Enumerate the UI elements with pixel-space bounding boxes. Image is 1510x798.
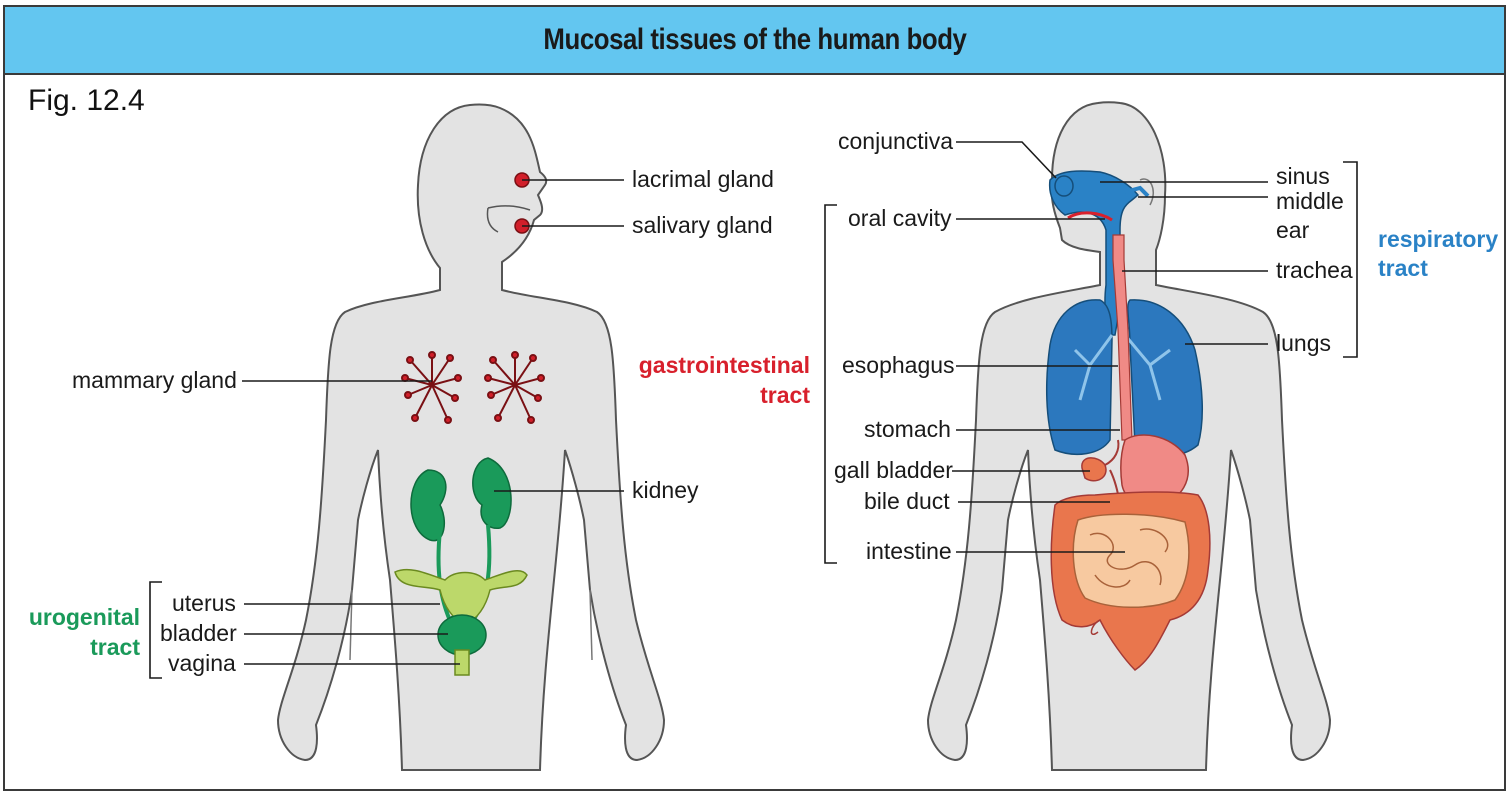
- bronchi-shape: [1073, 334, 1171, 401]
- label-oral-cavity: oral cavity: [848, 205, 952, 231]
- group-urogenital-line2: tract: [90, 634, 140, 660]
- group-gastrointestinal-line1: gastrointestinal: [639, 352, 810, 378]
- mammary-gland-left: [401, 351, 462, 424]
- label-vagina: vagina: [168, 650, 236, 676]
- label-bladder: bladder: [160, 620, 237, 646]
- label-trachea: trachea: [1276, 257, 1353, 283]
- label-mammary-gland: mammary gland: [72, 367, 237, 393]
- oral-cavity-shape: [1067, 211, 1113, 222]
- label-intestine: intestine: [866, 538, 952, 564]
- left-body-silhouette: [276, 103, 666, 771]
- mouth-outline: [486, 205, 531, 233]
- eye-conjunctiva-shape: [1054, 175, 1074, 197]
- label-gall-bladder: gall bladder: [834, 457, 953, 483]
- label-salivary-gland: salivary gland: [632, 212, 773, 238]
- label-ear: ear: [1276, 217, 1310, 243]
- vagina-shape: [454, 649, 470, 676]
- figure-title: Mucosal tissues of the human body: [542, 23, 967, 56]
- gall-bladder-shape: [1081, 457, 1107, 482]
- group-respiratory-line2: tract: [1378, 255, 1428, 281]
- label-lacrimal-gland: lacrimal gland: [632, 166, 774, 192]
- label-uterus: uterus: [172, 590, 236, 616]
- lung-left: [1046, 299, 1113, 456]
- bladder-shape: [437, 614, 487, 656]
- uterus-shape: [394, 568, 528, 626]
- small-intestine-shape: [1072, 513, 1190, 608]
- right-leader-lines: [824, 141, 1358, 564]
- left-leader-lines: [149, 179, 624, 679]
- group-gastrointestinal-line2: tract: [760, 382, 810, 408]
- label-esophagus: esophagus: [842, 352, 955, 378]
- appendix-shape: [1090, 619, 1101, 635]
- label-sinus: sinus: [1276, 163, 1330, 189]
- label-kidney: kidney: [632, 477, 699, 503]
- small-intestine-coils: [1089, 528, 1169, 588]
- header-bar: Mucosal tissues of the human body: [5, 7, 1504, 75]
- group-respiratory-line1: respiratory: [1378, 226, 1498, 252]
- figure-number: Fig. 12.4: [28, 84, 145, 117]
- label-bile-duct: bile duct: [864, 488, 950, 514]
- label-stomach: stomach: [864, 416, 951, 442]
- lung-right: [1127, 299, 1204, 457]
- label-lungs: lungs: [1276, 330, 1331, 356]
- group-urogenital-line1: urogenital: [29, 604, 140, 630]
- middle-ear-tube: [1124, 185, 1150, 198]
- mammary-gland-right: [484, 351, 545, 424]
- label-conjunctiva: conjunctiva: [838, 128, 953, 154]
- label-middle: middle: [1276, 188, 1344, 214]
